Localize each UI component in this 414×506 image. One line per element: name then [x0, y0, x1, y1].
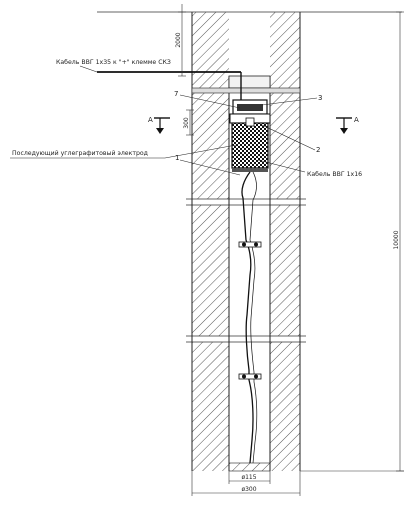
- dim-top-line: [178, 4, 186, 77]
- leader-lines: [10, 65, 318, 176]
- dim-total-line: [300, 11, 404, 472]
- section-label-left: А: [148, 116, 153, 124]
- label-cable-top: Кабель ВВГ 1х35 к "+" клемме СКЗ: [56, 58, 171, 66]
- callout-2: 2: [316, 146, 320, 154]
- cable-clamp-2: [238, 373, 262, 380]
- callout-7: 7: [174, 90, 178, 98]
- cable-down-2: [249, 171, 258, 464]
- dim-total-value: 10000: [393, 230, 400, 249]
- cable-down: [241, 171, 254, 464]
- dim-outer-dia-value: ø300: [241, 486, 256, 493]
- callout-3: 3: [318, 94, 322, 102]
- callout-1: 1: [175, 154, 179, 162]
- dim-electrode-line: [186, 109, 194, 136]
- wellhead-cap: [228, 75, 271, 89]
- section-label-right: А: [354, 116, 359, 124]
- wellhead-slab: [191, 87, 301, 94]
- soil-left: [192, 12, 229, 471]
- dim-inner-dia-value: ø115: [241, 474, 256, 481]
- label-electrode: Последующий углеграфитовый электрод: [12, 149, 148, 157]
- label-cable-side: Кабель ВВГ 1х16: [307, 170, 362, 178]
- dim-top-value: 2000: [175, 32, 182, 47]
- dim-inner-dia-line: [228, 471, 271, 484]
- borehole-bottom: [228, 462, 271, 472]
- dim-electrode-value: 300: [183, 117, 190, 129]
- dim-outer-dia-line: [191, 471, 301, 496]
- section-mark-left: [154, 117, 170, 134]
- soil-right: [270, 12, 300, 471]
- electrode-assembly: [229, 99, 271, 172]
- section-mark-right: [336, 117, 352, 134]
- cable-clamp-1: [238, 241, 262, 248]
